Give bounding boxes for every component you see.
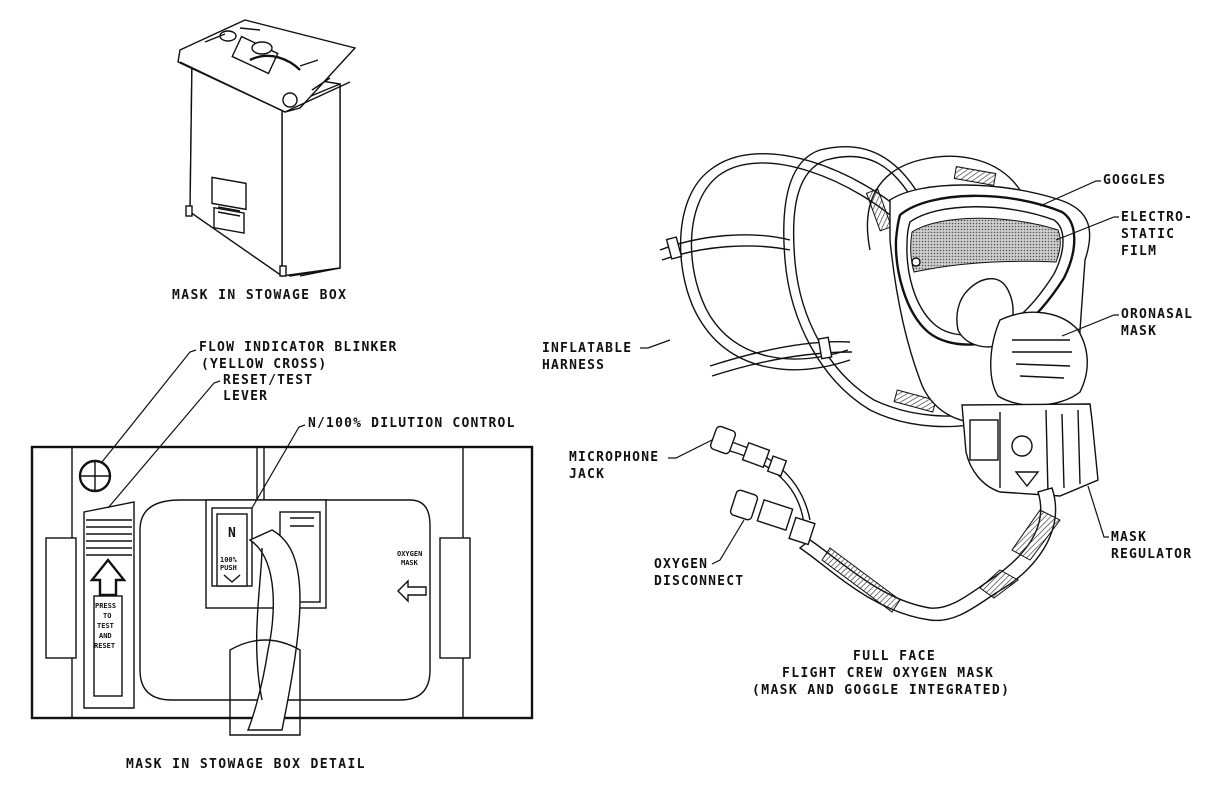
label-microphone-line1: MICROPHONE (569, 450, 659, 465)
stowage-box-illustration (177, 19, 357, 278)
label-inflatable-line2: HARNESS (542, 358, 605, 373)
leader-microphone (668, 439, 713, 459)
label-inflatable-line1: INFLATABLE (542, 341, 632, 356)
selector-n-label: N (228, 526, 237, 541)
leader-inflatable (640, 339, 671, 349)
leader-mask-regulator (1087, 485, 1109, 538)
label-electrostatic-line1: ELECTRO- (1121, 210, 1193, 225)
label-electrostatic-line3: FILM (1121, 244, 1157, 259)
full-face-mask-illustration (659, 146, 1099, 622)
lever-to-text: TO (103, 612, 111, 620)
leader-dilution-control (251, 424, 306, 509)
lever-press-text: PRESS (95, 602, 116, 610)
lever-reset-text: RESET (94, 642, 115, 650)
lever-and-text: AND (99, 632, 112, 640)
label-mask-regulator-line1: MASK (1111, 530, 1147, 545)
label-microphone-line2: JACK (569, 467, 605, 482)
caption-stowage-detail: MASK IN STOWAGE BOX DETAIL (126, 757, 366, 772)
label-oxygen-disconnect-line2: DISCONNECT (654, 574, 744, 589)
label-electrostatic-line2: STATIC (1121, 227, 1175, 242)
label-dilution-control: N/100% DILUTION CONTROL (308, 416, 516, 431)
stowage-detail-panel: N 100% PUSH PRESS TO TEST AND RESET OXYG… (30, 445, 534, 736)
selector-push-label: PUSH (220, 564, 237, 572)
label-oxygen-disconnect-line1: OXYGEN (654, 557, 708, 572)
leader-electrostatic (1055, 216, 1119, 241)
oxygen-arrow-icon (397, 579, 427, 603)
label-oronasal-line1: ORONASAL (1121, 307, 1193, 322)
oxygen-arrow-line2: MASK (401, 559, 419, 567)
leader-oxygen-disconnect (711, 519, 745, 565)
label-mask-regulator-line2: REGULATOR (1111, 547, 1192, 562)
selector-100-label: 100% (220, 556, 238, 564)
label-reset-test-line1: RESET/TEST (223, 373, 313, 388)
oronasal-mask (990, 311, 1088, 406)
label-goggles: GOGGLES (1103, 173, 1166, 188)
caption-full-face-line2: FLIGHT CREW OXYGEN MASK (782, 666, 994, 681)
caption-full-face-line3: (MASK AND GOGGLE INTEGRATED) (752, 683, 1010, 698)
label-flow-indicator-line2: (YELLOW CROSS) (201, 357, 327, 372)
leader-goggles (1039, 180, 1101, 207)
oxygen-arrow-line1: OXYGEN (397, 550, 422, 558)
caption-stowage-box: MASK IN STOWAGE BOX (172, 288, 347, 303)
label-flow-indicator-line1: FLOW INDICATOR BLINKER (199, 340, 398, 355)
lever-test-text: TEST (97, 622, 114, 630)
leader-flow-indicator (101, 349, 197, 463)
caption-full-face-line1: FULL FACE (853, 649, 936, 664)
label-oronasal-line2: MASK (1121, 324, 1157, 339)
leader-oronasal (1061, 314, 1119, 337)
leader-reset-test (107, 380, 221, 509)
electrostatic-film (910, 217, 1061, 273)
label-reset-test-line2: LEVER (223, 389, 268, 404)
